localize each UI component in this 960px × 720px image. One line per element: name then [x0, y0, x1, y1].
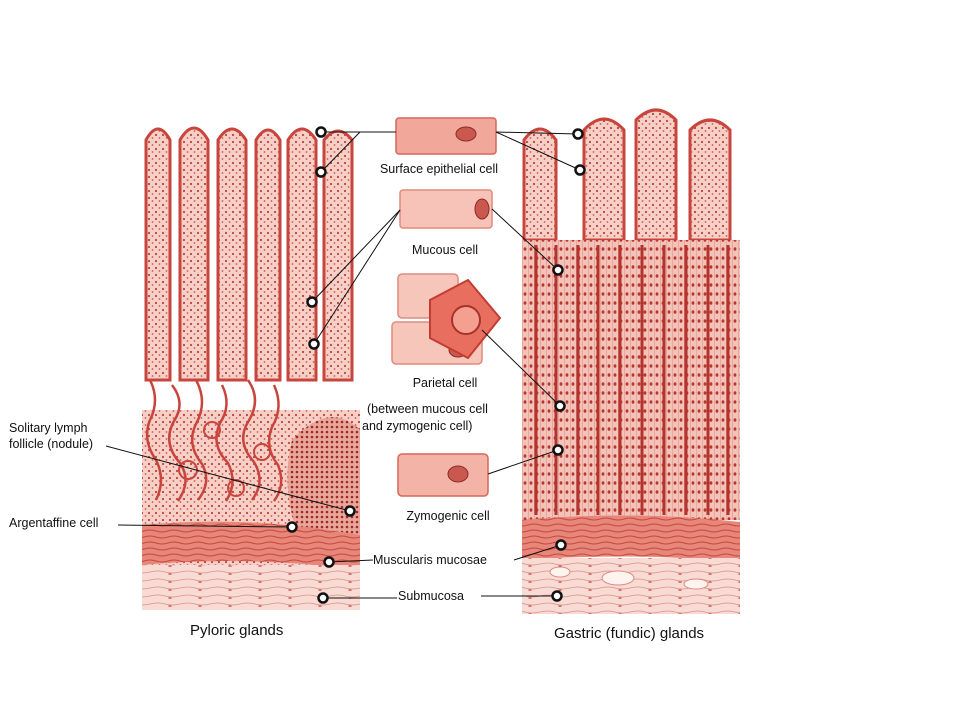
- label-surface-epithelial-cell: Surface epithelial cell: [379, 162, 499, 176]
- pyloric-muscularis-mucosae: [142, 521, 360, 570]
- marker-dot: [286, 521, 298, 533]
- label-submucosa: Submucosa: [398, 589, 465, 603]
- marker-dots: [286, 126, 586, 604]
- label-parietal-note-line1: (between mucous cell: [367, 402, 488, 416]
- leader-lines: [105, 131, 581, 599]
- label-mucous-cell: Mucous cell: [412, 243, 478, 257]
- parietal-cell-drawing: [391, 273, 502, 365]
- marker-dot: [574, 164, 586, 176]
- solitary-lymph-follicle: [287, 417, 360, 540]
- marker-dot: [554, 400, 566, 412]
- fundic-gastric-pits: [522, 108, 732, 242]
- marker-dot: [323, 556, 335, 568]
- caption-pyloric-glands: Pyloric glands: [190, 622, 284, 639]
- label-parietal-note-line2: and zymogenic cell): [362, 419, 473, 433]
- label-zymogenic-cell: Zymogenic cell: [406, 509, 490, 523]
- label-parietal-cell: Parietal cell: [412, 376, 478, 390]
- marker-dot: [315, 126, 327, 138]
- label-muscularis-mucosae: Muscularis mucosae: [373, 553, 487, 567]
- pyloric-submucosa: [142, 565, 360, 610]
- marker-dot: [317, 592, 329, 604]
- caption-gastric-fundic-glands: Gastric (fundic) glands: [554, 625, 705, 642]
- label-solitary-lymph-line2: follicle (nodule): [9, 437, 94, 451]
- fundic-gland-bodies: [522, 240, 740, 520]
- marker-dot: [551, 590, 563, 602]
- marker-dot: [552, 444, 564, 456]
- marker-dot: [555, 539, 567, 551]
- fundic-muscularis-mucosae: [522, 515, 740, 562]
- label-argentaffine-cell: Argentaffine cell: [9, 516, 99, 530]
- submucosa-vessels: [549, 566, 709, 590]
- marker-dot: [552, 264, 564, 276]
- marker-dot: [306, 296, 318, 308]
- marker-dot: [308, 338, 320, 350]
- label-solitary-lymph-line1: Solitary lymph: [9, 421, 88, 435]
- marker-dot: [315, 166, 327, 178]
- fundic-gland-tubules: [534, 245, 730, 515]
- zymogenic-cell-drawing: [397, 453, 489, 497]
- marker-dot: [572, 128, 584, 140]
- mucous-cell-drawing: [399, 189, 493, 229]
- pyloric-glands-panel: [142, 126, 360, 610]
- surface-epithelial-cell-drawing: [395, 117, 497, 155]
- fundic-glands-panel: [522, 108, 740, 614]
- pyloric-coiled-glands: [145, 379, 283, 502]
- pyloric-gastric-pits: [144, 126, 354, 382]
- marker-dot: [344, 505, 356, 517]
